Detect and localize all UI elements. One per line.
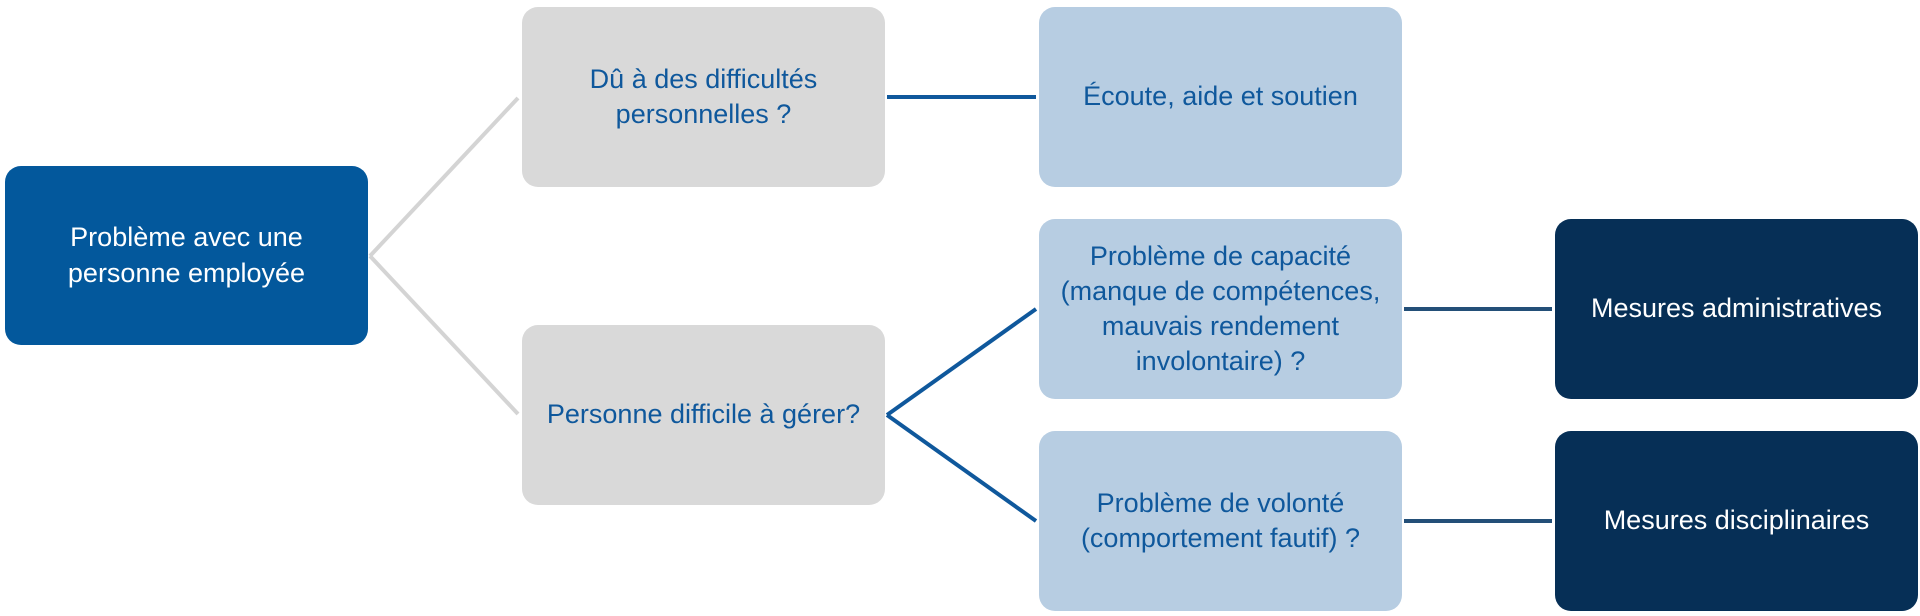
question-node-personal-difficulties: Dû à des difficultés personnelles ?: [522, 7, 885, 187]
response-node-support: Écoute, aide et soutien: [1039, 7, 1402, 187]
measure-node-label: Mesures administratives: [1590, 293, 1883, 324]
root-node-label: Problème avec une personne employée: [67, 222, 306, 288]
response-node-label: Problème de capacité (manque de compéten…: [1060, 240, 1381, 377]
connector-difficult-to-capacity: [885, 307, 1038, 417]
measure-node-label: Mesures disciplinaires: [1603, 505, 1870, 536]
root-node-employee-problem: Problème avec une personne employée: [5, 166, 368, 345]
response-node-capacity-problem: Problème de capacité (manque de compéten…: [1039, 219, 1402, 399]
response-node-will-problem: Problème de volonté (comportement fautif…: [1039, 431, 1402, 611]
question-node-label: Dû à des difficultés personnelles ?: [589, 63, 818, 129]
connector-root-to-personal: [368, 96, 520, 258]
response-node-label: Problème de volonté (comportement fautif…: [1080, 487, 1361, 553]
connector-difficult-to-will: [885, 413, 1038, 523]
question-node-difficult-person: Personne difficile à gérer?: [522, 325, 885, 505]
question-node-label: Personne difficile à gérer?: [546, 399, 861, 430]
response-node-label: Écoute, aide et soutien: [1083, 81, 1358, 112]
connector-root-to-difficult: [368, 254, 520, 416]
measure-node-administrative: Mesures administratives: [1555, 219, 1918, 399]
measure-node-disciplinary: Mesures disciplinaires: [1555, 431, 1918, 611]
